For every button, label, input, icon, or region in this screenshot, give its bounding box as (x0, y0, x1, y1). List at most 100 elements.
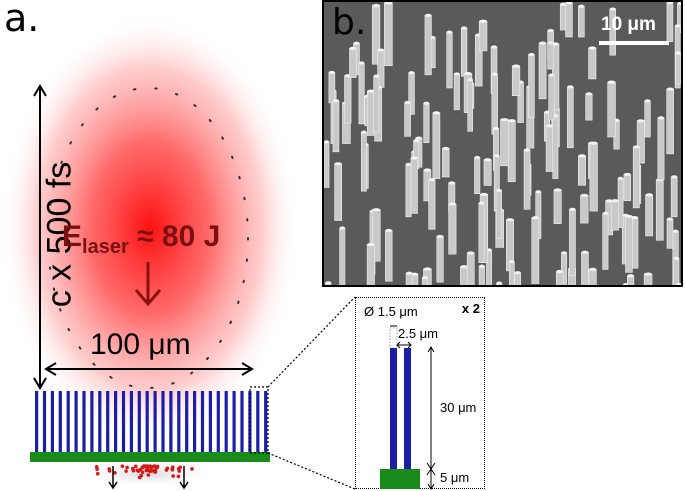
sem-pillar (324, 140, 330, 188)
substrate-thickness-label: 5 μm (440, 470, 470, 485)
electron (153, 469, 158, 474)
sem-pillar (670, 175, 678, 218)
sem-pillar (334, 162, 342, 221)
sem-pillar (460, 265, 469, 285)
electron (150, 465, 155, 469)
electron (164, 468, 169, 472)
electron (137, 475, 142, 480)
sem-pillar (666, 87, 674, 155)
electron (146, 473, 151, 477)
nanowire (137, 391, 141, 452)
sem-pillar (675, 51, 681, 84)
sem-pillar (655, 178, 664, 241)
energy-symbol: E (62, 220, 83, 253)
energy-subscript: laser (82, 236, 129, 258)
electron (171, 474, 175, 478)
nanowire (145, 391, 149, 452)
electron (124, 469, 128, 473)
sem-pillar (547, 41, 554, 70)
sem-pillar (436, 234, 444, 283)
sem-pillar (531, 216, 540, 284)
electron (176, 474, 181, 479)
nanowire (264, 391, 268, 452)
sem-pillar (644, 99, 651, 138)
electron (142, 464, 146, 468)
sem-pillar (636, 119, 645, 164)
sem-pillar (555, 269, 564, 285)
electron (170, 467, 174, 472)
sem-pillar (677, 2, 681, 34)
nanowire (35, 391, 39, 452)
sem-pillar (349, 46, 357, 78)
nanowire (114, 391, 118, 452)
zoom-box (249, 386, 269, 454)
electron (155, 465, 160, 469)
sem-pillar (467, 78, 473, 132)
sem-pillar (666, 2, 674, 43)
spacing-label: 2.5 μm (398, 326, 439, 341)
sem-pillar (358, 61, 365, 125)
sem-pillar (511, 64, 521, 97)
sem-pillar (344, 74, 352, 124)
inset-drawing (380, 325, 436, 490)
nanowire-array (35, 391, 268, 452)
sem-pillar (496, 281, 503, 285)
sem-pillar (446, 30, 453, 89)
nanowire (153, 391, 157, 452)
nanowire (185, 391, 189, 452)
sem-pillar (405, 162, 412, 218)
sem-pillar (623, 172, 632, 201)
height-label: 30 μm (440, 400, 477, 415)
sem-pillar (578, 4, 585, 38)
sem-pillar (588, 267, 597, 285)
sem-pillar (385, 228, 393, 282)
sem-pillar (548, 73, 555, 121)
laser-pulse (0, 5, 300, 435)
sem-pillar (609, 7, 616, 56)
sem-pillar (483, 158, 492, 186)
sem-pillar (645, 193, 654, 237)
nanowire (208, 391, 212, 452)
electron (120, 464, 125, 468)
electron (125, 465, 129, 470)
inset-wire-right (404, 348, 411, 469)
substrate-layer (30, 452, 270, 462)
electron (177, 469, 182, 473)
nanowire (161, 391, 165, 452)
laser-direction-arrow (134, 262, 162, 307)
sem-pillar (528, 52, 535, 118)
multiplier-label: x 2 (461, 301, 480, 316)
nanowire (129, 391, 133, 452)
sem-pillar (423, 267, 432, 285)
panel-a-label: a. (4, 0, 40, 40)
inset-wire-left (390, 348, 397, 469)
sem-pillar (424, 13, 432, 76)
sem-pillar (428, 178, 436, 230)
nanowire (200, 391, 205, 452)
sem-pillar (432, 111, 441, 179)
sem-pillar (491, 72, 498, 135)
sem-pillar (474, 155, 481, 195)
nanowire (42, 391, 47, 452)
electron (95, 471, 100, 476)
sem-pillar (421, 276, 428, 285)
panel-b-label: b. (332, 2, 367, 43)
sem-pillar (565, 2, 573, 38)
sem-pillar (373, 74, 380, 133)
sem-pillar (514, 271, 521, 285)
nanowire (50, 391, 54, 452)
sem-pillar (507, 119, 516, 183)
electron-arrows (108, 466, 189, 490)
sem-pillar (410, 156, 418, 214)
scale-bar-label: 10 μm (601, 14, 656, 35)
sem-pillar (589, 141, 598, 212)
electron (178, 465, 183, 470)
sem-pillar (325, 281, 332, 285)
width-arrow (44, 362, 254, 376)
sem-pillar (500, 118, 509, 167)
focal-width-label: 100 μm (90, 328, 191, 361)
sem-pillar (585, 92, 593, 121)
focal-ellipse (47, 87, 249, 389)
sem-pillar (360, 130, 367, 192)
